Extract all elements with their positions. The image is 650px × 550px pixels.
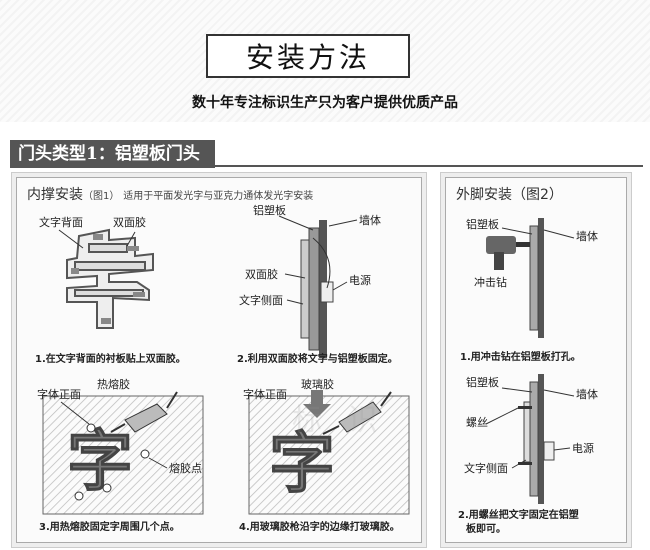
section-divider — [215, 165, 643, 167]
leader-line — [332, 281, 348, 291]
outer-foot-illustration: 铝塑板 墙体 冲击钻 1.用冲击钻在铝塑板打孔。 铝塑板 墙体 螺丝 电源 文字… — [458, 217, 598, 535]
leader-line — [126, 231, 136, 247]
label-wall-r1: 墙体 — [576, 229, 598, 243]
label-text-back: 文字背面 — [39, 215, 83, 229]
step1-caption: 1.在文字背面的衬板贴上双面胶。 — [35, 352, 186, 365]
leader-line — [284, 273, 306, 279]
leader-line — [60, 401, 90, 425]
watermark: 标 识 — [292, 403, 386, 438]
glyph-character: 字 — [67, 423, 133, 500]
outer-foot-panel: 外脚安装（图2） 铝塑板 墙体 冲击钻 1.用冲击钻在铝塑板打孔。 — [445, 177, 627, 543]
label-font-front-4: 字体正面 — [243, 387, 287, 401]
right-step1-caption: 1.用冲击钻在铝塑板打孔。 — [460, 350, 581, 363]
leader-line — [148, 457, 168, 469]
right-step2-caption-2: 板即可。 — [466, 522, 506, 535]
right-step2-caption-1: 2.用螺丝把文字固定在铝塑 — [458, 508, 579, 521]
step3-caption: 3.用热熔胶固定字周围几个点。 — [39, 520, 180, 533]
side-view-figure — [300, 220, 334, 358]
page-title: 安装方法 — [206, 34, 410, 78]
glass-glue-figure: 字 — [248, 390, 410, 515]
inner-support-panel: 内撑安装（图1） 适用于平面发光字与亚克力通体发光字安装 文字背面 双面胶 — [16, 177, 422, 543]
label-wall-r2: 墙体 — [576, 387, 598, 401]
step4-caption: 4.用玻璃胶枪沿字的边缘打玻璃胶。 — [239, 520, 400, 533]
inner-support-tag: （图1） — [83, 191, 120, 202]
label-font-front: 字体正面 — [37, 387, 81, 401]
label-screw: 螺丝 — [466, 416, 488, 429]
label-wall: 墙体 — [359, 213, 381, 227]
leader-line — [278, 215, 314, 231]
outer-foot-title: 外脚安装 — [456, 187, 512, 203]
label-double-tape: 双面胶 — [113, 215, 146, 229]
label-board-r2: 铝塑板 — [466, 375, 499, 389]
step2-caption: 2.利用双面胶将文字与铝塑板固定。 — [237, 352, 398, 365]
leader-line — [58, 229, 84, 249]
label-board-r1: 铝塑板 — [466, 217, 499, 231]
section-banner: 门头类型1：铝塑板门头 — [10, 140, 215, 168]
page-subtitle: 数十年专注标识生产只为客户提供优质产品 — [192, 95, 458, 111]
label-hot-glue: 热熔胶 — [97, 377, 130, 391]
leader-line — [286, 299, 304, 305]
label-text-side: 文字侧面 — [239, 293, 283, 307]
outer-foot-tag: （图2） — [512, 187, 563, 203]
leader-line — [328, 219, 358, 227]
label-drill: 冲击钻 — [474, 275, 507, 289]
leader-line — [501, 387, 533, 393]
label-power: 电源 — [349, 273, 371, 287]
label-power-r2: 电源 — [572, 441, 594, 455]
label-double-tape-side: 双面胶 — [245, 267, 278, 281]
outer-foot-heading: 外脚安装（图2） — [456, 184, 563, 204]
inner-support-heading: 内撑安装（图1） 适用于平面发光字与亚克力通体发光字安装 — [27, 184, 313, 204]
character-back-figure — [66, 228, 154, 329]
tape-pads — [71, 234, 145, 324]
leader-line — [501, 227, 533, 235]
inner-support-illustration: 文字背面 双面胶 铝塑板 墙体 双面胶 电源 文字侧面 1.在文字背面的衬板贴上… — [35, 203, 410, 533]
leader-line — [543, 229, 575, 239]
label-glue-dot: 熔胶点 — [169, 461, 202, 475]
inner-support-note: 适用于平面发光字与亚克力通体发光字安装 — [123, 191, 314, 202]
label-board: 铝塑板 — [253, 203, 286, 217]
label-glass-glue: 玻璃胶 — [301, 377, 334, 391]
leader-line — [543, 389, 575, 397]
label-text-side-r2: 文字侧面 — [464, 461, 508, 475]
glyph-character: 字 — [269, 425, 335, 502]
leader-line — [511, 459, 527, 469]
screw-figure — [518, 374, 555, 504]
leader-line — [553, 447, 571, 451]
hot-glue-figure: 字 — [42, 391, 204, 515]
drill-figure — [486, 218, 544, 338]
inner-support-title: 内撑安装 — [27, 187, 83, 203]
leader-line — [485, 407, 519, 425]
